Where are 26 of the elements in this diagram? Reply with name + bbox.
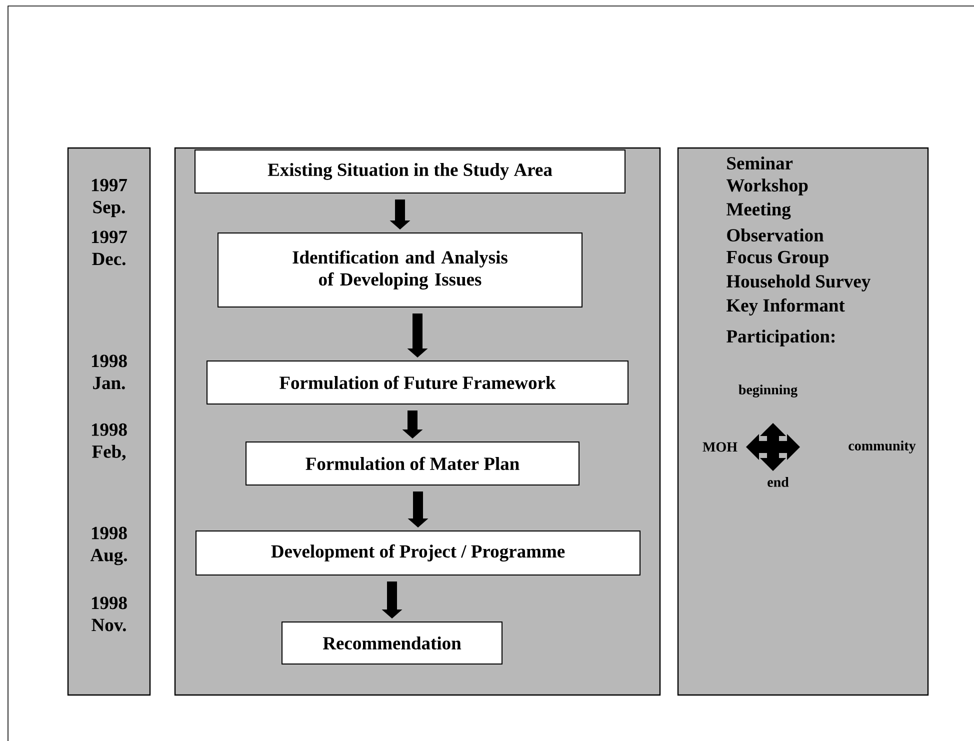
process-box: Existing Situation in the Study Area <box>194 149 626 194</box>
date-label: 1998 Jan. <box>92 354 127 390</box>
participation-label: end <box>768 477 789 487</box>
date-label: 1998 Nov. <box>92 596 127 632</box>
method-label: Seminar <box>727 156 793 170</box>
method-label: Key Informant <box>726 298 845 316</box>
method-label: Participation: <box>726 330 835 346</box>
process-box: Development of Project / Programme <box>196 530 640 576</box>
participation-label: MOH <box>702 442 738 452</box>
panel-background <box>67 147 151 696</box>
process-box: Formulation of Future Framework <box>206 360 628 404</box>
participation-label: beginning <box>738 384 798 398</box>
method-label: Meeting <box>726 202 791 220</box>
process-box: Formulation of Mater Plan <box>246 441 580 486</box>
participation-label: community <box>848 440 916 454</box>
process-box: Recommendation <box>282 621 502 664</box>
method-label: Household Survey <box>726 274 870 292</box>
date-label: 1997 Dec. <box>92 230 128 266</box>
process-box: Identification and Analysis of Developing Issues <box>218 232 582 308</box>
panel-background <box>677 147 929 696</box>
method-label: Focus Group <box>726 250 828 268</box>
method-label: Workshop <box>726 178 808 196</box>
date-label: 1998 Feb, <box>92 423 127 461</box>
date-label: 1998 Aug. <box>90 526 127 566</box>
method-label: Observation <box>727 228 824 242</box>
date-label: 1997 Sep. <box>92 178 128 218</box>
